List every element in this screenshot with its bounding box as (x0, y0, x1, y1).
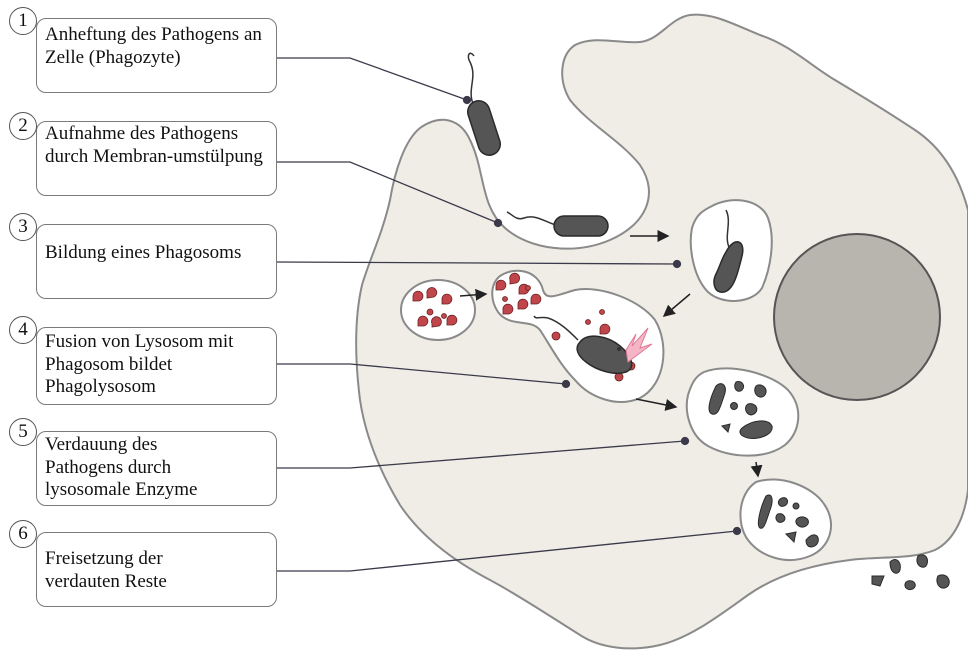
step-6-box: Freisetzung der verdauten Reste (36, 532, 277, 607)
step-1-text: Anheftung des Pathogens an Zelle (Phagoz… (45, 24, 270, 69)
step-1-number: 1 (9, 7, 37, 35)
step-6-number: 6 (9, 520, 37, 548)
step-4-text: Fusion von Lysosom mit Phagosom bildet P… (45, 331, 270, 399)
step-2-number: 2 (9, 112, 37, 140)
step-6-text: Freisetzung der verdauten Reste (45, 548, 216, 593)
step-3-box: Bildung eines Phagosoms (36, 224, 277, 299)
step-5-text: Verdauung des Pathogens durch lysosomale… (45, 434, 236, 502)
step-2-box: Aufnahme des Pathogens durch Membran-ums… (36, 121, 277, 196)
step-2-text: Aufnahme des Pathogens durch Membran-ums… (45, 123, 270, 168)
step-3-number: 3 (9, 213, 37, 241)
step-4-box: Fusion von Lysosom mit Phagosom bildet P… (36, 327, 277, 405)
step-3-text: Bildung eines Phagosoms (45, 242, 270, 265)
step-5-box: Verdauung des Pathogens durch lysosomale… (36, 431, 277, 506)
phagosome (691, 200, 772, 301)
pathogen-engulfing (507, 212, 608, 236)
step-4-number: 4 (9, 316, 37, 344)
step-5-number: 5 (9, 418, 37, 446)
released-residues (872, 555, 949, 590)
nucleus (774, 234, 940, 400)
step-1-box: Anheftung des Pathogens an Zelle (Phagoz… (36, 18, 277, 93)
lysosome (401, 280, 475, 340)
